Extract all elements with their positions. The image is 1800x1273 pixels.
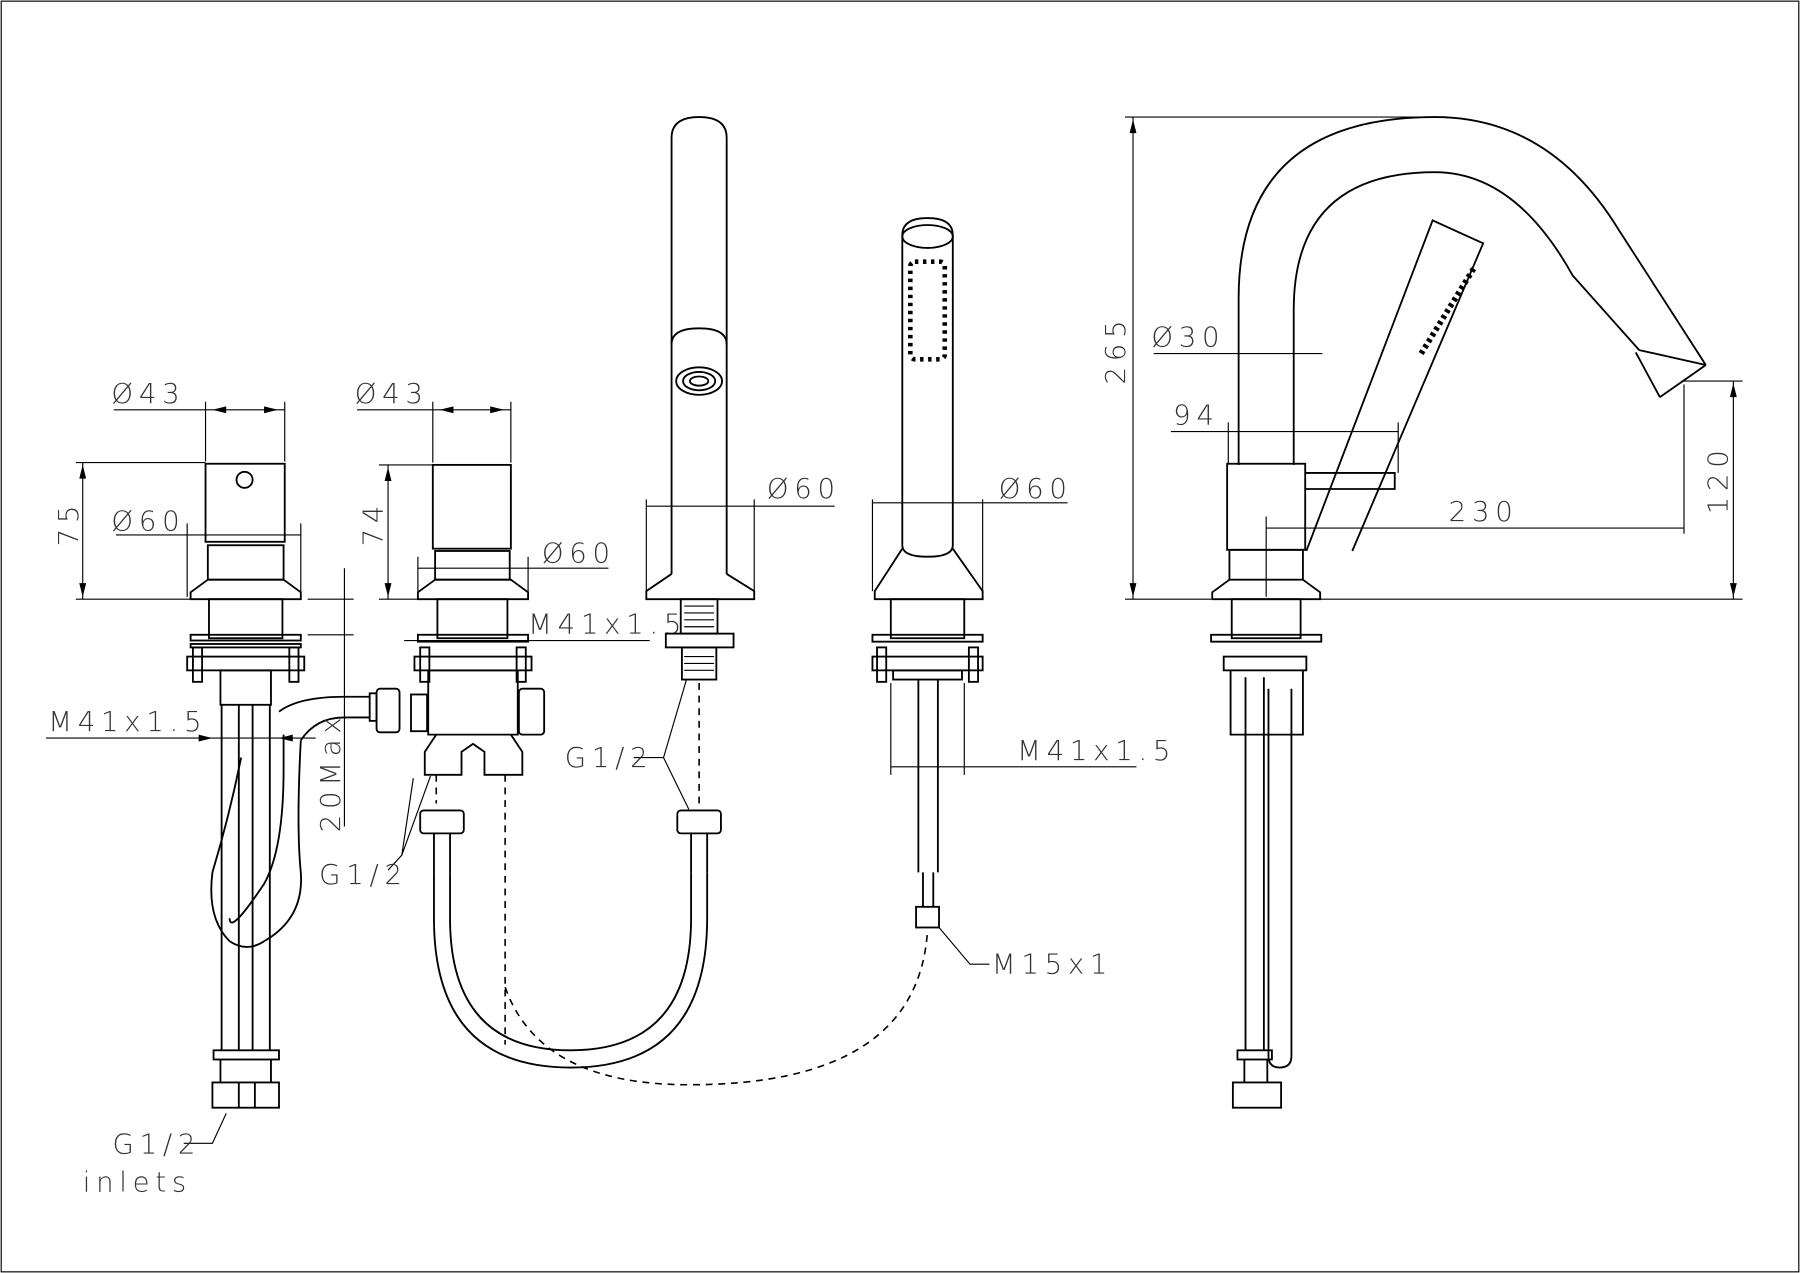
side-view-spout bbox=[1210, 116, 1707, 1109]
mixer-valve bbox=[186, 462, 401, 1109]
inlets-label: inlets bbox=[83, 1167, 192, 1199]
hose-thread-label: M15x1 bbox=[992, 948, 1113, 980]
shower-thread-label: M41x1.5 bbox=[1017, 735, 1176, 767]
spout-thread-label: G1/2 bbox=[565, 742, 654, 774]
side-handle-label: 94 bbox=[1173, 400, 1220, 432]
mixer-height-label: 75 bbox=[53, 500, 85, 547]
diverter-outlet-label: G1/2 bbox=[319, 859, 408, 891]
inlets-thread-label: G1/2 bbox=[113, 1129, 202, 1161]
hoses bbox=[419, 682, 929, 1086]
diverter-base-dia-label: Ø60 bbox=[542, 537, 616, 569]
spout-base-dia-label: Ø60 bbox=[767, 473, 841, 505]
diverter-top-dia-label: Ø43 bbox=[355, 378, 429, 410]
mixer-max-label: 20Max bbox=[315, 712, 347, 833]
mixer-top-dia-label: Ø43 bbox=[111, 378, 185, 410]
shower-base-dia-label: Ø60 bbox=[999, 473, 1073, 505]
side-spout-height-label: 120 bbox=[1703, 444, 1735, 514]
side-reach-label: 230 bbox=[1449, 496, 1519, 528]
side-height-label: 265 bbox=[1100, 315, 1132, 385]
bath-spout bbox=[645, 116, 756, 681]
diverter-valve bbox=[410, 463, 546, 1045]
shower-dimensions: Ø60 M41x1.5 M15x1 bbox=[871, 473, 1176, 980]
side-view-dimensions: 265 Ø30 94 230 120 bbox=[1100, 116, 1743, 600]
diverter-dimensions: Ø43 74 Ø60 M41x1.5 G1/2 bbox=[319, 378, 687, 891]
spout-dimensions: Ø60 G1/2 bbox=[565, 473, 841, 810]
diverter-height-label: 74 bbox=[357, 500, 389, 547]
mixer-thread-label: M41x1.5 bbox=[48, 706, 207, 738]
mixer-base-dia-label: Ø60 bbox=[111, 505, 185, 537]
diverter-thread-label: M41x1.5 bbox=[528, 609, 687, 641]
side-dia-label: Ø30 bbox=[1151, 322, 1225, 354]
hand-shower bbox=[871, 217, 984, 929]
mixer-dimensions: Ø43 75 Ø60 M41x1.5 20Max G1/2 inlets bbox=[45, 378, 354, 1199]
